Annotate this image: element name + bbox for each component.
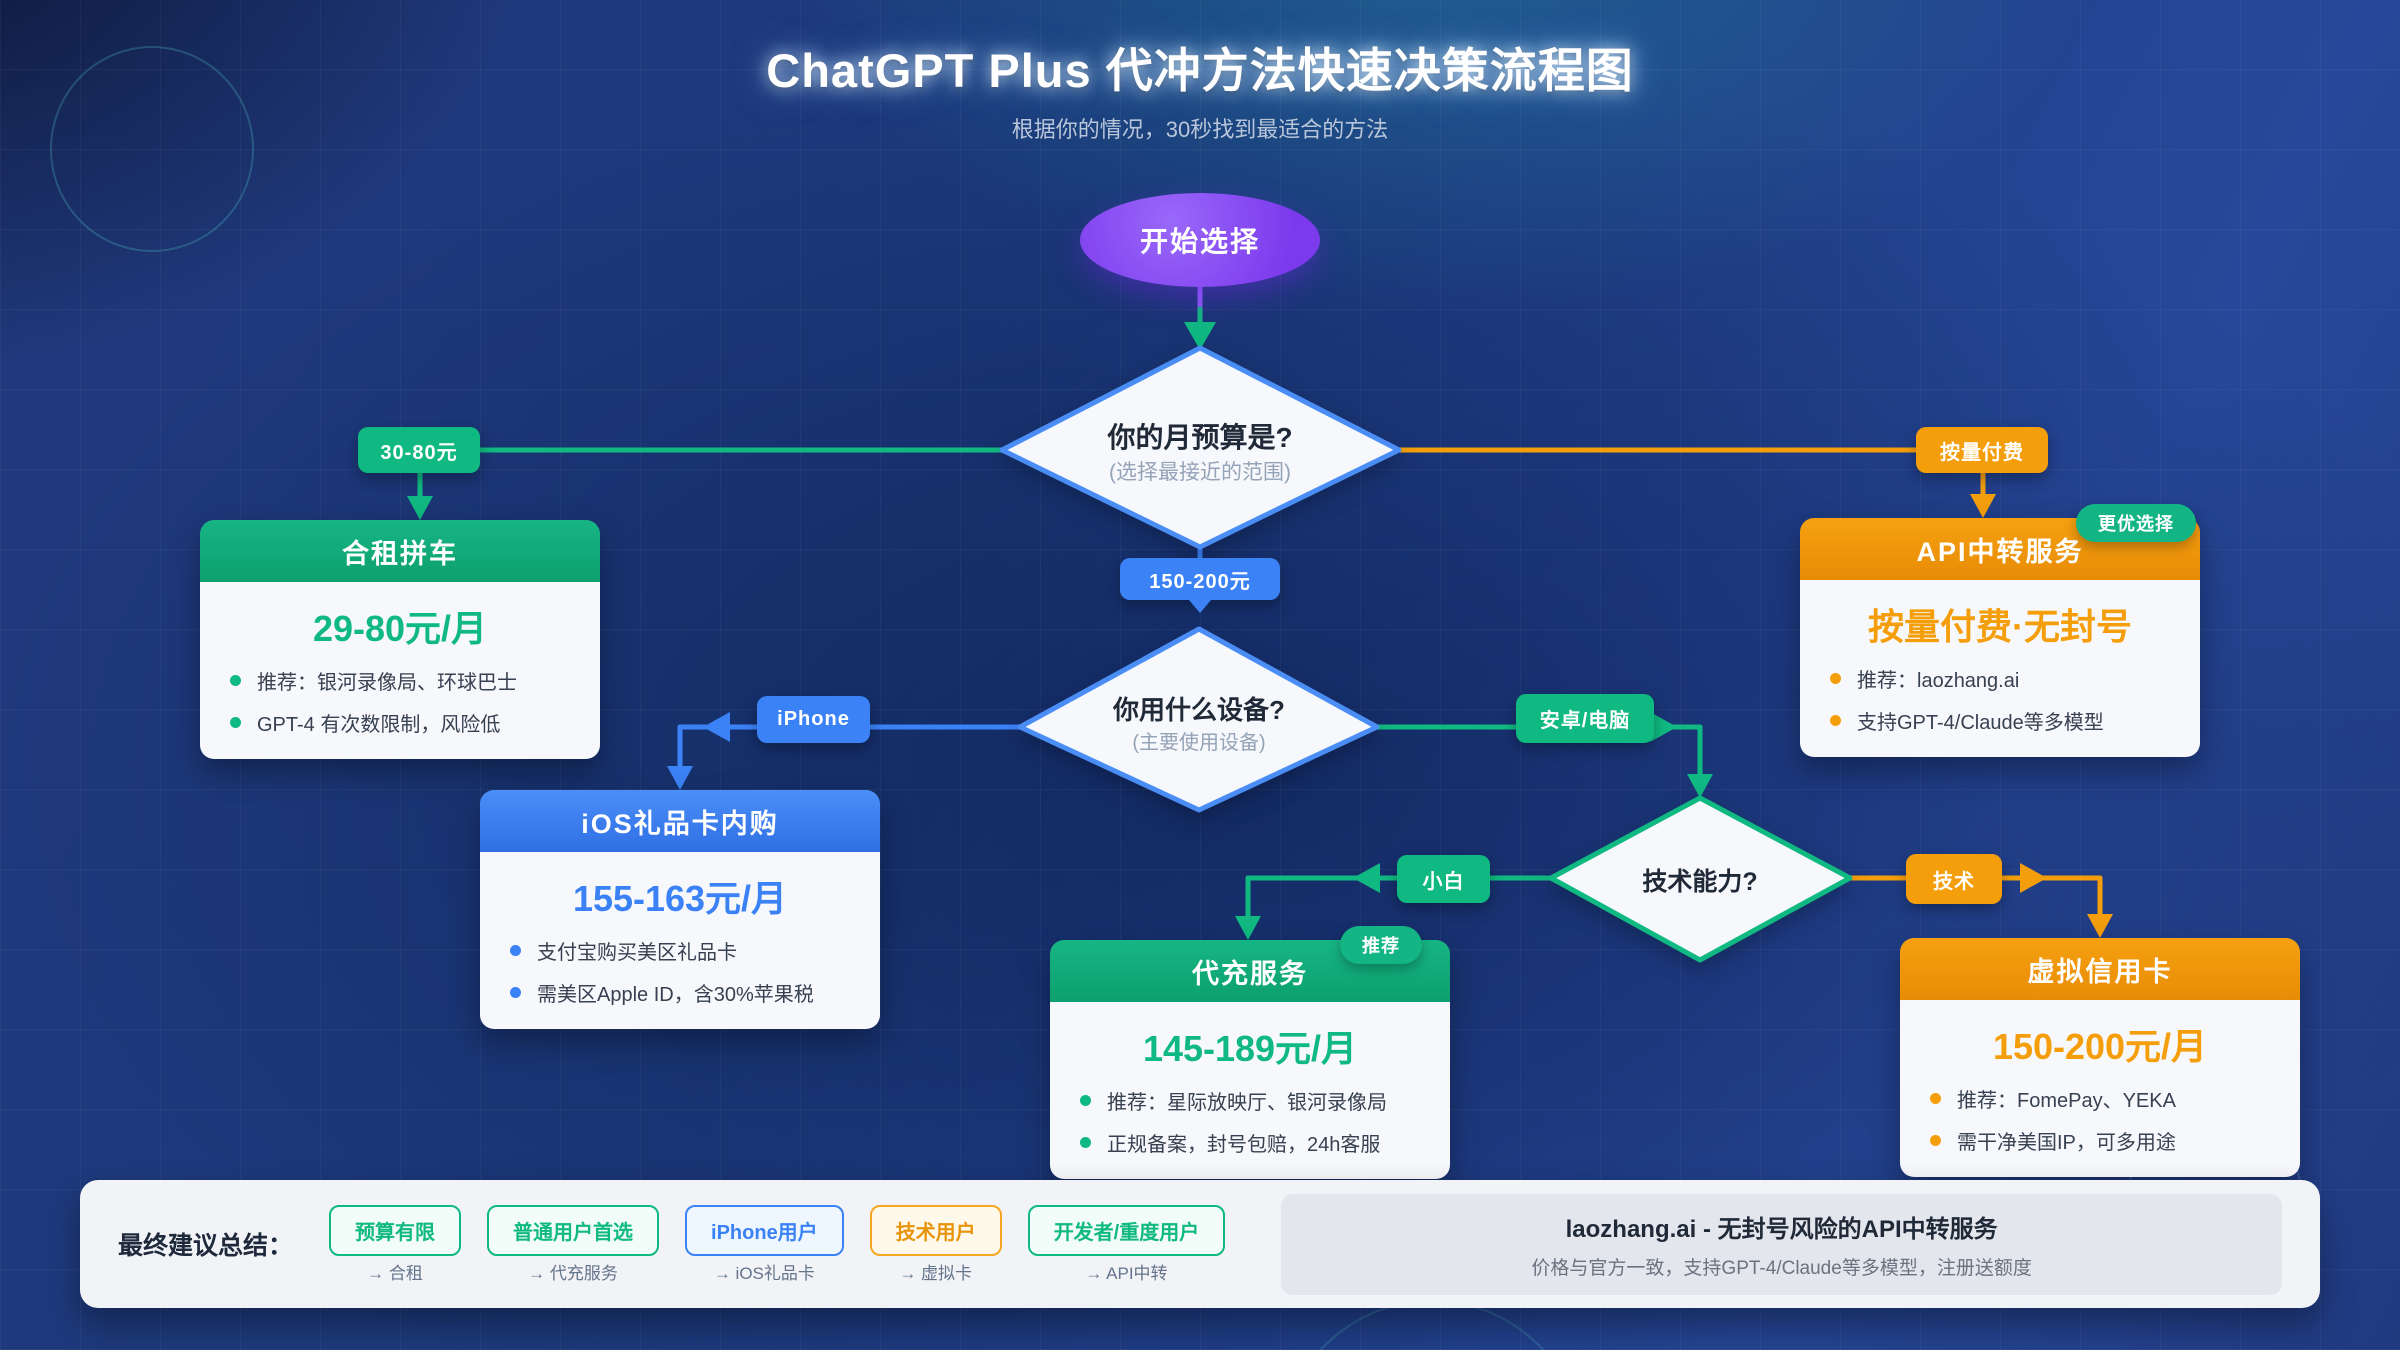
branch-label-novice: 小白 bbox=[1397, 855, 1490, 903]
card-recharge-service-price: 145-189元/月 bbox=[1142, 1028, 1358, 1069]
card-ios-giftcard: iOS礼品卡内购 155-163元/月 支付宝购买美区礼品卡 需美区Apple … bbox=[480, 790, 880, 1029]
arrowhead-recharge-card bbox=[1235, 916, 1261, 940]
card-virtual-card-title: 虚拟信用卡 bbox=[1900, 938, 2300, 1000]
decision-budget-shape bbox=[999, 345, 1402, 550]
arrowhead-tech-decision bbox=[1687, 774, 1713, 798]
bullet-text: 推荐：FomePay、YEKA bbox=[1957, 1090, 2176, 1112]
bullet-text: 需美区Apple ID，含30%苹果税 bbox=[537, 984, 814, 1006]
bullet-text: 支付宝购买美区礼品卡 bbox=[537, 942, 737, 964]
pill-normal-user-target: → 代充服务 bbox=[528, 1263, 618, 1283]
pill-budget-limited[interactable]: 预算有限 → 合租 bbox=[329, 1204, 462, 1284]
bullet-text: 正规备案，封号包赔，24h客服 bbox=[1107, 1134, 1381, 1156]
card-virtual-card-body: 150-200元/月 推荐：FomePay、YEKA 需干净美国IP，可多用途 bbox=[1900, 1000, 2300, 1177]
decision-tech-question: 技术能力? bbox=[1642, 868, 1758, 896]
arrowhead-tech-left bbox=[1353, 863, 1380, 893]
branch-label-budget-high: 按量付费 bbox=[1916, 427, 2048, 473]
pill-budget-limited-target: → 合租 bbox=[367, 1263, 423, 1283]
branch-label-android-pc: 安卓/电脑 bbox=[1516, 694, 1654, 743]
pill-iphone-user-target: → iOS礼品卡 bbox=[713, 1263, 815, 1283]
pill-developer-user-target: → API中转 bbox=[1085, 1263, 1168, 1283]
pill-tech-user[interactable]: 技术用户 → 虚拟卡 bbox=[869, 1204, 1002, 1284]
arrowhead-carpool-card bbox=[407, 496, 433, 520]
bullet-dot bbox=[1930, 1135, 1941, 1146]
arrowhead-vcc-card bbox=[2087, 914, 2113, 938]
card-api-relay-badge: 更优选择 bbox=[2076, 504, 2196, 542]
card-carpool: 合租拼车 29-80元/月 推荐：银河录像局、环球巴士 GPT-4 有次数限制，… bbox=[200, 520, 600, 759]
card-virtual-card-bullet: 需干净美国IP，可多用途 bbox=[1930, 1126, 2276, 1155]
card-virtual-card: 虚拟信用卡 150-200元/月 推荐：FomePay、YEKA 需干净美国IP… bbox=[1900, 938, 2300, 1177]
decision-tech-shape bbox=[1548, 795, 1853, 963]
bullet-text: 需干净美国IP，可多用途 bbox=[1957, 1132, 2176, 1154]
pill-budget-limited-label[interactable]: 预算有限 bbox=[329, 1204, 462, 1256]
bullet-text: 推荐：银河录像局、环球巴士 bbox=[257, 672, 517, 694]
branch-label-iphone: iPhone bbox=[757, 696, 870, 743]
card-ios-giftcard-title: iOS礼品卡内购 bbox=[480, 790, 880, 852]
card-virtual-card-bullet: 推荐：FomePay、YEKA bbox=[1930, 1084, 2276, 1113]
card-carpool-title: 合租拼车 bbox=[200, 520, 600, 582]
pill-tech-user-label[interactable]: 技术用户 bbox=[869, 1204, 1002, 1256]
decision-device-shape bbox=[1017, 626, 1380, 813]
start-node: 开始选择 bbox=[1080, 193, 1320, 287]
bullet-text: GPT-4 有次数限制，风险低 bbox=[257, 714, 501, 736]
card-ios-giftcard-bullet: 需美区Apple ID，含30%苹果税 bbox=[510, 978, 856, 1007]
card-api-relay-body: 按量付费·无封号 推荐：laozhang.ai 支持GPT-4/Claude等多… bbox=[1800, 580, 2200, 757]
card-virtual-card-price: 150-200元/月 bbox=[1992, 1026, 2208, 1067]
bullet-text: 支持GPT-4/Claude等多模型 bbox=[1857, 712, 2104, 734]
bullet-dot bbox=[1830, 715, 1841, 726]
branch-label-budget-low: 30-80元 bbox=[358, 427, 480, 473]
pill-iphone-user[interactable]: iPhone用户 → iOS礼品卡 bbox=[685, 1204, 844, 1284]
card-carpool-body: 29-80元/月 推荐：银河录像局、环球巴士 GPT-4 有次数限制，风险低 bbox=[200, 582, 600, 759]
pill-normal-user[interactable]: 普通用户首选 → 代充服务 bbox=[487, 1204, 660, 1284]
card-ios-giftcard-price: 155-163元/月 bbox=[572, 878, 788, 919]
arrowhead-start-down bbox=[1184, 322, 1216, 350]
promo-laozhang-title: laozhang.ai - 无封号风险的API中转服务 bbox=[1565, 1215, 1998, 1243]
card-carpool-price: 29-80元/月 bbox=[312, 608, 488, 649]
bullet-dot bbox=[230, 717, 241, 728]
bullet-dot bbox=[510, 987, 521, 998]
pill-normal-user-label[interactable]: 普通用户首选 bbox=[487, 1204, 660, 1256]
bullet-dot bbox=[1830, 673, 1841, 684]
card-recharge-service-bullet: 推荐：星际放映厅、银河录像局 bbox=[1080, 1086, 1426, 1115]
pill-developer-user[interactable]: 开发者/重度用户 → API中转 bbox=[1027, 1204, 1226, 1284]
arrowhead-api-card bbox=[1970, 494, 1996, 518]
card-carpool-bullet: 推荐：银河录像局、环球巴士 bbox=[230, 666, 576, 695]
bullet-dot bbox=[1080, 1095, 1091, 1106]
branch-label-budget-mid: 150-200元 bbox=[1120, 558, 1280, 600]
card-ios-giftcard-bullet: 支付宝购买美区礼品卡 bbox=[510, 936, 856, 965]
arrowhead-ios-card bbox=[667, 766, 693, 790]
promo-laozhang-subtitle: 价格与官方一致，支持GPT-4/Claude等多模型，注册送额度 bbox=[1531, 1257, 2032, 1279]
bullet-text: 推荐：laozhang.ai bbox=[1857, 670, 2020, 692]
card-recharge-service-body: 145-189元/月 推荐：星际放映厅、银河录像局 正规备案，封号包赔，24h客… bbox=[1050, 1002, 1450, 1179]
bullet-dot bbox=[230, 675, 241, 686]
card-api-relay-bullet: 支持GPT-4/Claude等多模型 bbox=[1830, 706, 2176, 735]
card-api-relay: 更优选择 API中转服务 按量付费·无封号 推荐：laozhang.ai 支持G… bbox=[1800, 504, 2200, 757]
summary-bar: 最终建议总结： 预算有限 → 合租 普通用户首选 → 代充服务 iPhone用户… bbox=[80, 1180, 2320, 1308]
card-ios-giftcard-body: 155-163元/月 支付宝购买美区礼品卡 需美区Apple ID，含30%苹果… bbox=[480, 852, 880, 1029]
card-api-relay-price: 按量付费·无封号 bbox=[1868, 606, 2132, 647]
bullet-dot bbox=[1930, 1093, 1941, 1104]
bullet-text: 推荐：星际放映厅、银河录像局 bbox=[1107, 1092, 1387, 1114]
summary-title: 最终建议总结： bbox=[118, 1232, 294, 1260]
page-title: ChatGPT Plus 代冲方法快速决策流程图 bbox=[766, 44, 1634, 97]
decision-device-hint: (主要使用设备) bbox=[1132, 732, 1266, 754]
arrowhead-device-right bbox=[1650, 712, 1677, 742]
promo-laozhang[interactable]: laozhang.ai - 无封号风险的API中转服务 价格与官方一致，支持GP… bbox=[1281, 1193, 2282, 1295]
decision-budget-hint: (选择最接近的范围) bbox=[1109, 461, 1291, 484]
pill-iphone-user-label[interactable]: iPhone用户 bbox=[685, 1204, 844, 1256]
decision-budget-question: 你的月预算是? bbox=[1107, 422, 1293, 453]
page-subtitle: 根据你的情况，30秒找到最适合的方法 bbox=[1011, 117, 1389, 142]
card-recharge-service-bullet: 正规备案，封号包赔，24h客服 bbox=[1080, 1128, 1426, 1157]
card-recharge-service-badge: 推荐 bbox=[1340, 926, 1422, 964]
arrowhead-tech-right bbox=[2020, 863, 2047, 893]
card-api-relay-bullet: 推荐：laozhang.ai bbox=[1830, 664, 2176, 693]
card-recharge-service: 推荐 代充服务 145-189元/月 推荐：星际放映厅、银河录像局 正规备案，封… bbox=[1050, 926, 1450, 1179]
arrowhead-device-left bbox=[703, 712, 730, 742]
card-carpool-bullet: GPT-4 有次数限制，风险低 bbox=[230, 708, 576, 737]
pill-tech-user-target: → 虚拟卡 bbox=[899, 1263, 973, 1283]
bullet-dot bbox=[1080, 1137, 1091, 1148]
bullet-dot bbox=[510, 945, 521, 956]
branch-label-technical: 技术 bbox=[1906, 854, 2002, 904]
pill-developer-user-label[interactable]: 开发者/重度用户 bbox=[1027, 1204, 1226, 1256]
decision-device-question: 你用什么设备? bbox=[1113, 695, 1285, 725]
